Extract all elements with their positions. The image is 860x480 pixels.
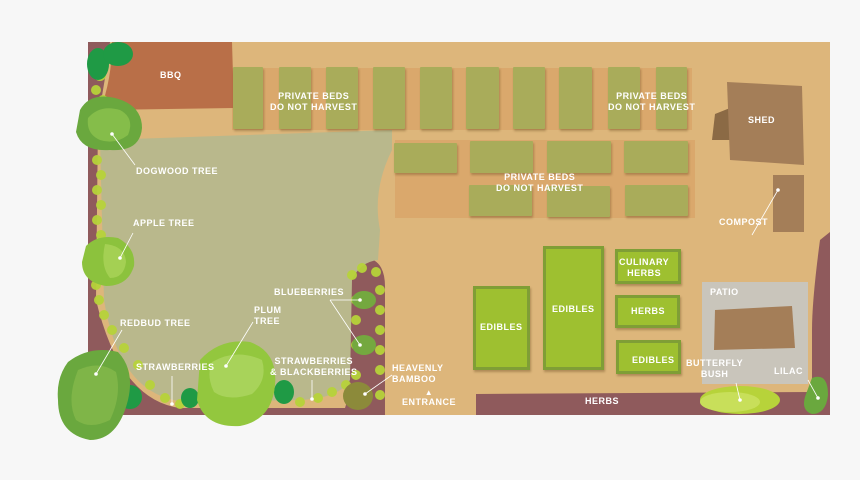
heavenly-bamboo-line2: BAMBOO — [392, 374, 436, 384]
entrance-label: ENTRANCE — [402, 397, 457, 407]
private-bed — [420, 67, 452, 129]
plum-tree-label-line1: PLUM — [254, 305, 282, 315]
private-bed — [625, 185, 688, 216]
entrance-arrow-icon: ▲ — [424, 388, 434, 397]
private-bed — [279, 67, 311, 129]
private-beds-label-3-line1: PRIVATE BEDS — [504, 172, 576, 182]
private-bed — [466, 67, 499, 129]
edibles-bed-3 — [616, 340, 681, 374]
private-beds-label-1-line2: DO NOT HARVEST — [270, 102, 358, 112]
plum-tree-label-line2: TREE — [254, 316, 281, 326]
edibles-bed-2 — [543, 246, 604, 370]
edibles-bed-3-label: EDIBLES — [632, 355, 675, 365]
private-bed — [624, 141, 688, 173]
edibles-bed-1-label: EDIBLES — [480, 322, 523, 332]
blueberries-label: BLUEBERRIES — [274, 287, 345, 297]
private-bed — [656, 67, 687, 129]
butterfly-bush-label: BUTTERFLY BUSH — [686, 358, 743, 380]
herbs-bed — [615, 295, 680, 328]
private-bed — [470, 141, 533, 173]
herbs-border-label: HERBS — [585, 396, 620, 406]
edibles-bed-2-label: EDIBLES — [552, 304, 595, 314]
butterfly-bush-line2: BUSH — [700, 369, 729, 379]
culinary-herbs-line1: CULINARY — [619, 257, 670, 267]
private-beds-label-1: PRIVATE BEDS DO NOT HARVEST — [270, 91, 357, 113]
private-beds-label-2-line1: PRIVATE BEDS — [616, 91, 688, 101]
lilac-label: LILAC — [774, 366, 803, 376]
entrance-marker[interactable]: ▲ ENTRANCE — [402, 388, 456, 408]
private-bed — [559, 67, 592, 129]
strawberries-label: STRAWBERRIES — [136, 362, 215, 372]
compost-label: COMPOST — [719, 217, 769, 227]
private-bed — [233, 67, 263, 129]
butterfly-bush-line1: BUTTERFLY — [686, 358, 744, 368]
private-bed — [608, 67, 640, 129]
private-bed — [326, 67, 358, 129]
private-bed — [513, 67, 545, 129]
private-bed — [547, 141, 611, 173]
strawberries-blackberries-label: STRAWBERRIES & BLACKBERRIES — [270, 356, 358, 378]
private-bed — [394, 143, 457, 173]
herbs-bed-label: HERBS — [631, 306, 666, 316]
dogwood-tree-label: DOGWOOD TREE — [136, 166, 218, 176]
private-beds-label-1-line1: PRIVATE BEDS — [278, 91, 350, 101]
private-beds-label-2: PRIVATE BEDS DO NOT HARVEST — [608, 91, 695, 113]
culinary-herbs-bed — [615, 249, 681, 284]
shed-label: SHED — [748, 115, 776, 125]
private-bed — [469, 185, 532, 216]
private-bed — [547, 186, 610, 217]
bbq-label: BBQ — [160, 70, 182, 80]
redbud-tree-label: REDBUD TREE — [120, 318, 191, 328]
apple-tree-label: APPLE TREE — [133, 218, 195, 228]
culinary-herbs-label: CULINARY HERBS — [619, 257, 669, 279]
private-beds-label-3: PRIVATE BEDS DO NOT HARVEST — [496, 172, 583, 194]
private-beds-label-2-line2: DO NOT HARVEST — [608, 102, 696, 112]
strawberries-blackberries-line2: & BLACKBERRIES — [270, 367, 358, 377]
heavenly-bamboo-label: HEAVENLY BAMBOO — [392, 363, 444, 385]
private-beds-label-3-line2: DO NOT HARVEST — [496, 183, 584, 193]
heavenly-bamboo-line1: HEAVENLY — [392, 363, 444, 373]
private-bed — [373, 67, 405, 129]
strawberries-blackberries-line1: STRAWBERRIES — [274, 356, 354, 366]
plum-tree-label: PLUM TREE — [254, 305, 282, 327]
patio-label: PATIO — [710, 287, 739, 297]
culinary-herbs-line2: HERBS — [627, 268, 662, 278]
edibles-bed-1 — [473, 286, 530, 370]
